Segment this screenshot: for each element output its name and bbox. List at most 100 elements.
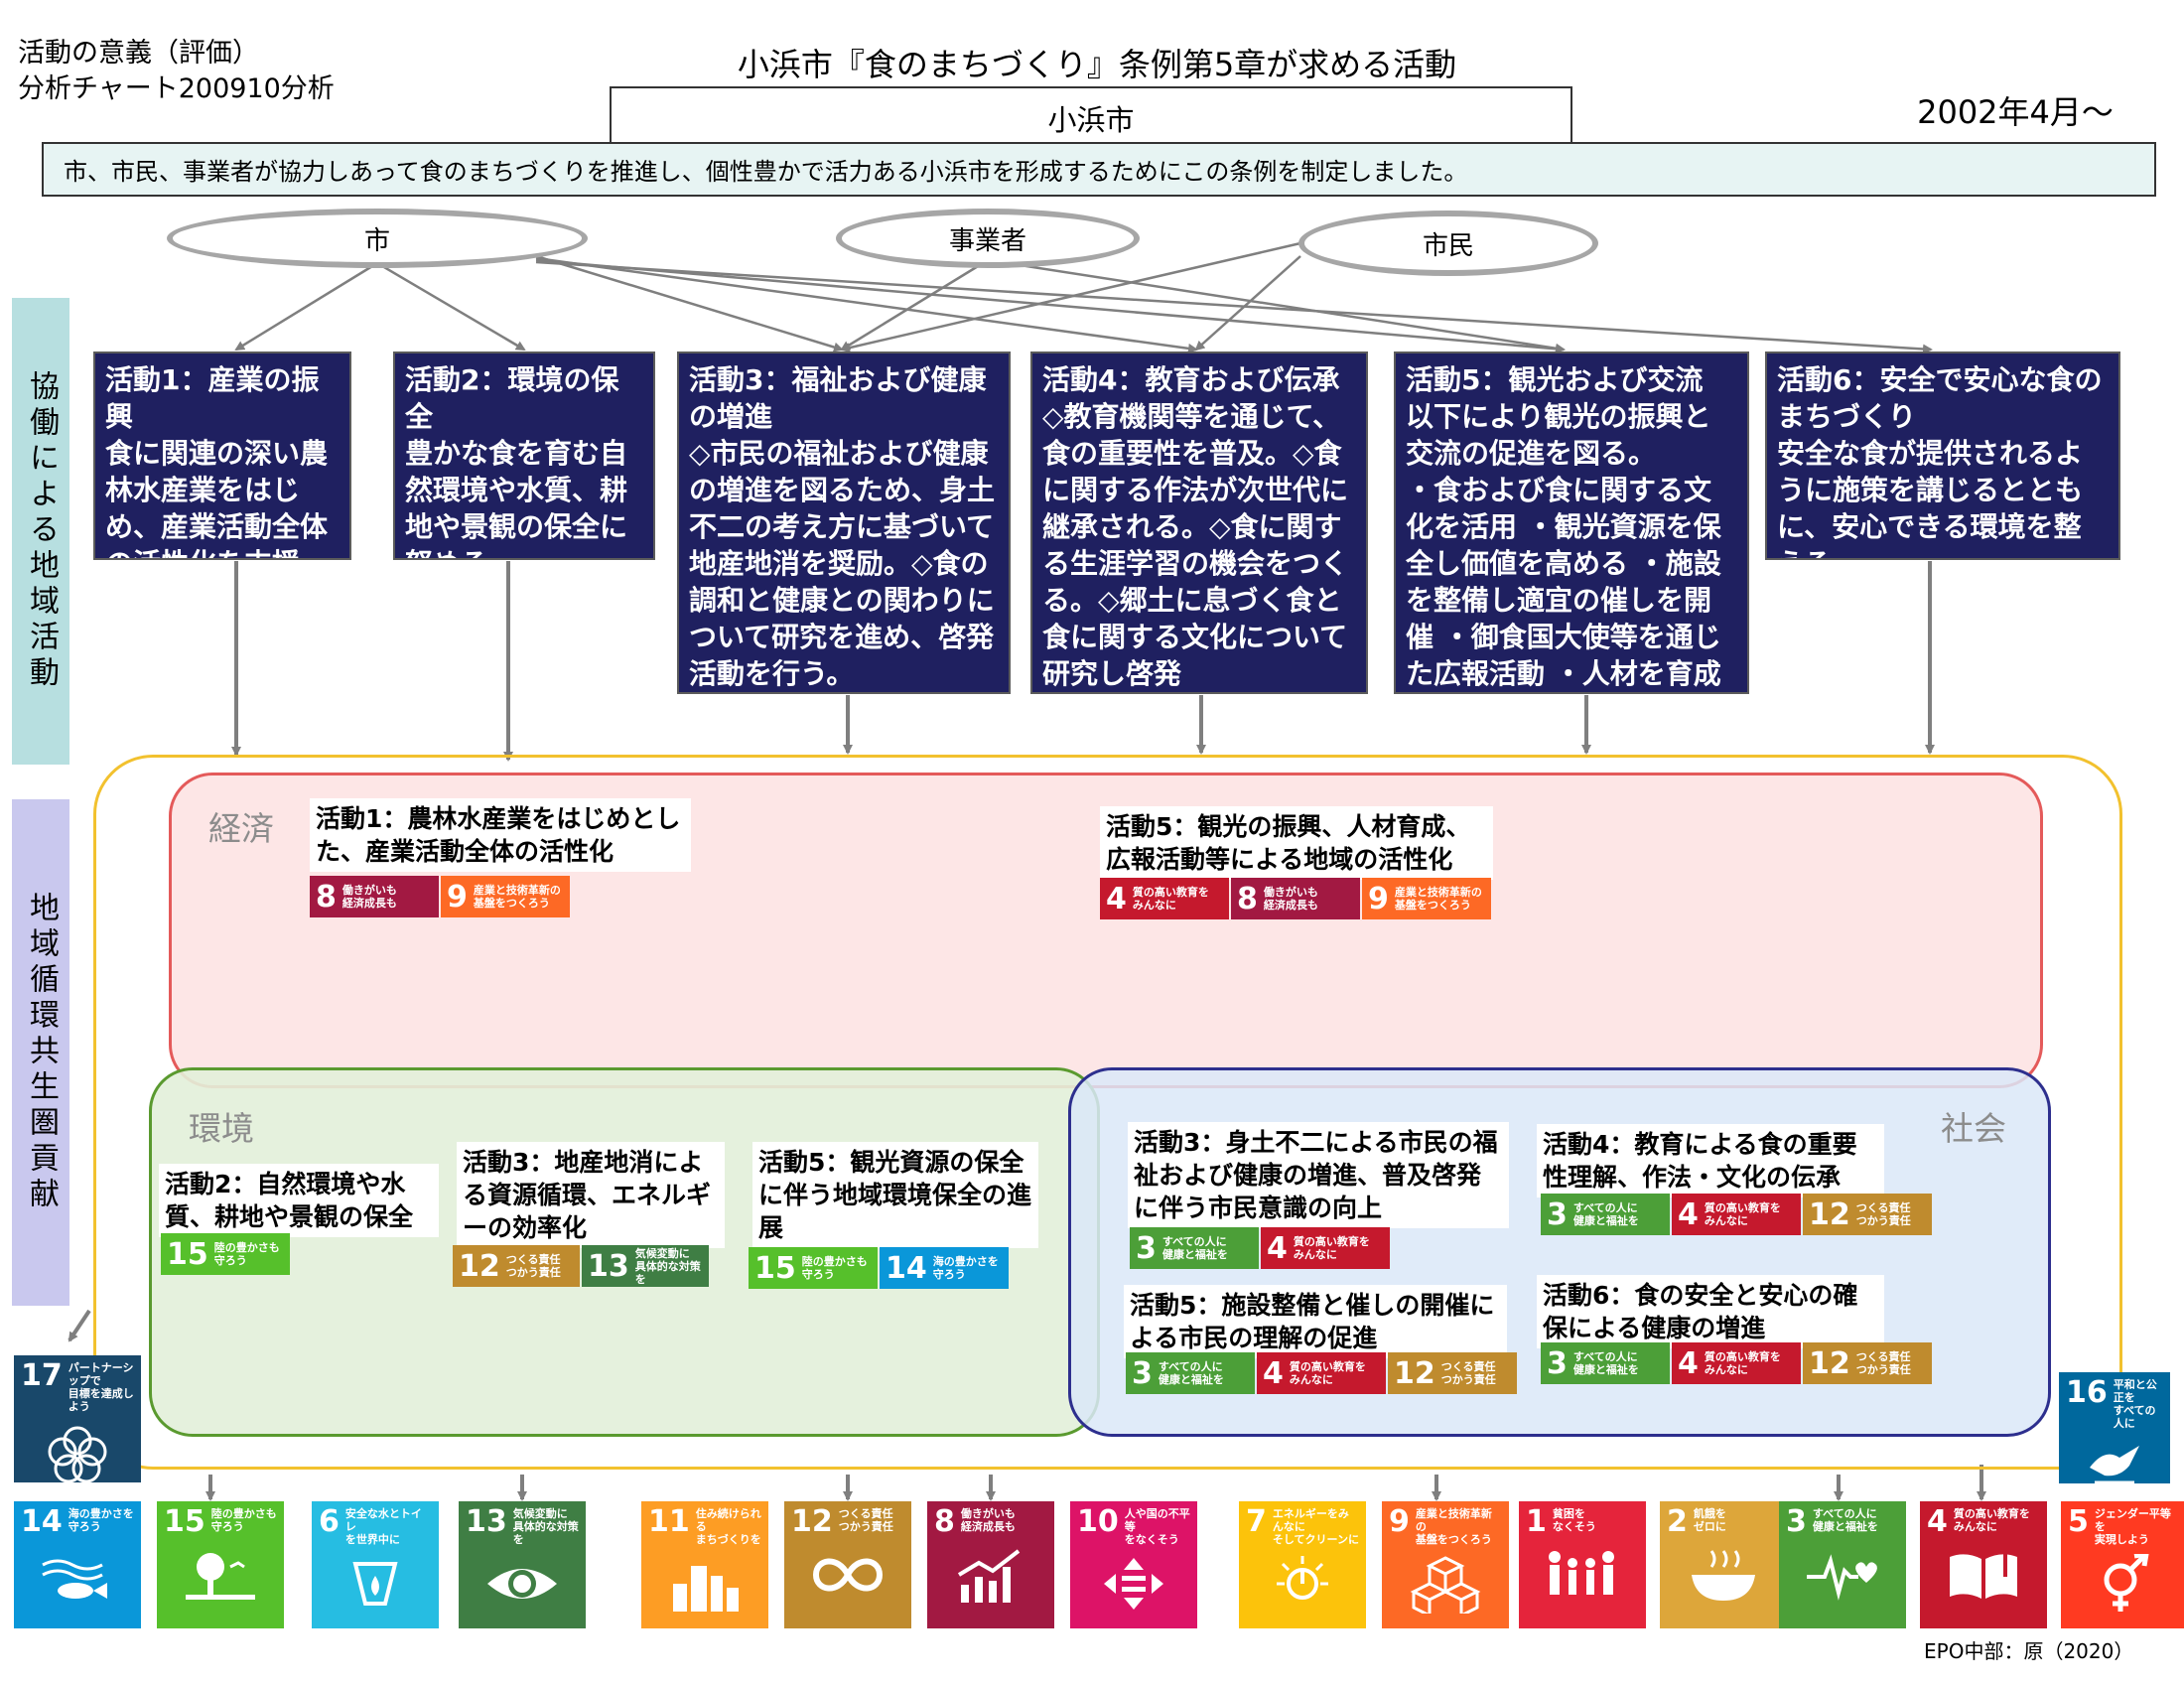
- credit: EPO中部：原（2020）: [1924, 1639, 2134, 1663]
- card-environment-activity-2: 活動2：自然環境や水質、耕地や景観の保全: [159, 1164, 439, 1237]
- activity-5-box: 活動5：観光および交流 以下により観光の振興と交流の促進を図る。 ・食および食に…: [1394, 352, 1749, 694]
- actor-business: 事業者: [836, 209, 1140, 268]
- sdg-number: 10: [1077, 1504, 1119, 1539]
- book-icon: [1927, 1545, 2040, 1605]
- activity-1-box: 活動1：産業の振興 食に関連の深い農林水産業をはじめ、産業活動全体の活性化を支援…: [93, 352, 351, 560]
- sdg-number: 13: [466, 1504, 507, 1539]
- tree-icon: [164, 1545, 277, 1605]
- card-environment-activity-5: 活動5：観光資源の保全に伴う地域環境保全の進展: [752, 1142, 1038, 1248]
- activity-6-text: 活動6：安全で安心な食のまちづくり 安全な食が提供されるように施策を講じるととも…: [1777, 363, 2103, 558]
- family-icon: [1526, 1545, 1639, 1605]
- band-contribution-label: 地域循環共生圏貢献: [24, 892, 59, 1213]
- card-economy-activity-1: 活動1：農林水産業をはじめとした、産業活動全体の活性化: [310, 798, 691, 872]
- city-name: 小浜市: [1047, 103, 1135, 137]
- card-society-activity-4: 活動4：教育による食の重要性理解、作法・文化の伝承: [1537, 1124, 1884, 1197]
- sdg-number: 1: [1526, 1504, 1547, 1539]
- activity-6-box: 活動6：安全で安心な食のまちづくり 安全な食が提供されるように施策を講じるととも…: [1765, 352, 2120, 560]
- actor-city-label: 市: [363, 225, 390, 256]
- cubes-icon: [1389, 1554, 1502, 1614]
- card-text: 活動1：農林水産業をはじめとした、産業活動全体の活性化: [316, 804, 681, 866]
- card-text: 活動3：地産地消による資源循環、エネルギーの効率化: [463, 1148, 712, 1242]
- card-society-activity-3: 活動3：身土不二による市民の福祉および健康の増進、普及啓発に伴う市民意識の向上: [1128, 1122, 1509, 1228]
- sdg-title: すべての人に 健康と福祉を: [1812, 1507, 1878, 1533]
- card-economy-activity-5: 活動5：観光の振興、人材育成、広報活動等による地域の活性化: [1100, 806, 1493, 880]
- sdg-title: 貧困を なくそう: [1552, 1507, 1596, 1533]
- sdg-title: 産業と技術革新の 基盤をつくろう: [1415, 1507, 1492, 1546]
- sdg-title: 働きがいも 経済成長も: [960, 1507, 1016, 1533]
- actor-citizens-label: 市民: [1422, 230, 1474, 261]
- start-date: 2002年4月～: [1917, 93, 2114, 131]
- sdg-title: 陸の豊かさも 守ろう: [210, 1507, 277, 1533]
- actor-city: 市: [167, 209, 588, 268]
- actor-citizens: 市民: [1298, 211, 1598, 276]
- sdg-title: 気候変動に 具体的な対策を: [512, 1507, 579, 1546]
- activity-4-box: 活動4：教育および伝承 ◇教育機関等を通じて、食の重要性を普及。◇食に関する作法…: [1030, 352, 1368, 694]
- society-label: 社会: [1941, 1109, 2006, 1148]
- sdg-title: エネルギーをみんなに そしてクリーンに: [1272, 1507, 1359, 1546]
- buildings-icon: [648, 1554, 761, 1614]
- activity-5-text: 活動5：観光および交流 以下により観光の振興と交流の促進を図る。 ・食および食に…: [1406, 363, 1721, 690]
- band-contribution: 地域循環共生圏貢献: [12, 799, 69, 1306]
- sdg-number: 5: [2068, 1504, 2089, 1539]
- equality-arrows-icon: [1077, 1554, 1190, 1614]
- sdg-number: 14: [21, 1504, 63, 1539]
- gender-icon: [2068, 1554, 2181, 1614]
- card-environment-activity-3: 活動3：地産地消による資源循環、エネルギーの効率化: [457, 1142, 725, 1248]
- card-society-activity-6: 活動6：食の安全と安心の確保による健康の増進: [1537, 1275, 1884, 1348]
- band-collaboration-label: 協働による地域活動: [24, 370, 59, 692]
- sdg-number: 2: [1667, 1504, 1688, 1539]
- sdg-title: 飢餓を ゼロに: [1693, 1507, 1726, 1533]
- card-text: 活動2：自然環境や水質、耕地や景観の保全: [165, 1170, 414, 1231]
- sdg-number: 11: [648, 1504, 690, 1539]
- sdg-number: 15: [164, 1504, 205, 1539]
- sdg-number: 3: [1786, 1504, 1807, 1539]
- card-text: 活動6：食の安全と安心の確保による健康の増進: [1543, 1281, 1858, 1342]
- economy-label: 経済: [208, 809, 274, 848]
- sdg-number: 7: [1246, 1504, 1267, 1539]
- sdg-title: 住み続けられる まちづくりを: [695, 1507, 761, 1546]
- card-text: 活動3：身土不二による市民の福祉および健康の増進、普及啓発に伴う市民意識の向上: [1134, 1128, 1498, 1222]
- contribution-frame: [93, 755, 2122, 1470]
- analysis-label: 活動の意義（評価） 分析チャート200910分析: [18, 36, 335, 107]
- sun-power-icon: [1246, 1554, 1359, 1614]
- actor-business-label: 事業者: [948, 225, 1026, 256]
- analysis-label-line2: 分析チャート200910分析: [18, 73, 335, 104]
- card-society-activity-5: 活動5：施設整備と催しの開催による市民の理解の促進: [1124, 1285, 1507, 1358]
- infinity-icon: [791, 1545, 904, 1605]
- activity-3-box: 活動3：福祉および健康の増進 ◇市民の福祉および健康の増進を図るため、身土不二の…: [677, 352, 1011, 694]
- activity-2-box: 活動2：環境の保全 豊かな食を育む自然環境や水質、耕地や景観の保全に努める。: [393, 352, 655, 560]
- environment-label: 環境: [189, 1109, 254, 1148]
- activity-2-text: 活動2：環境の保全 豊かな食を育む自然環境や水質、耕地や景観の保全に努める。: [405, 363, 628, 558]
- sdg-title: 人や国の不平等 をなくそう: [1124, 1507, 1190, 1546]
